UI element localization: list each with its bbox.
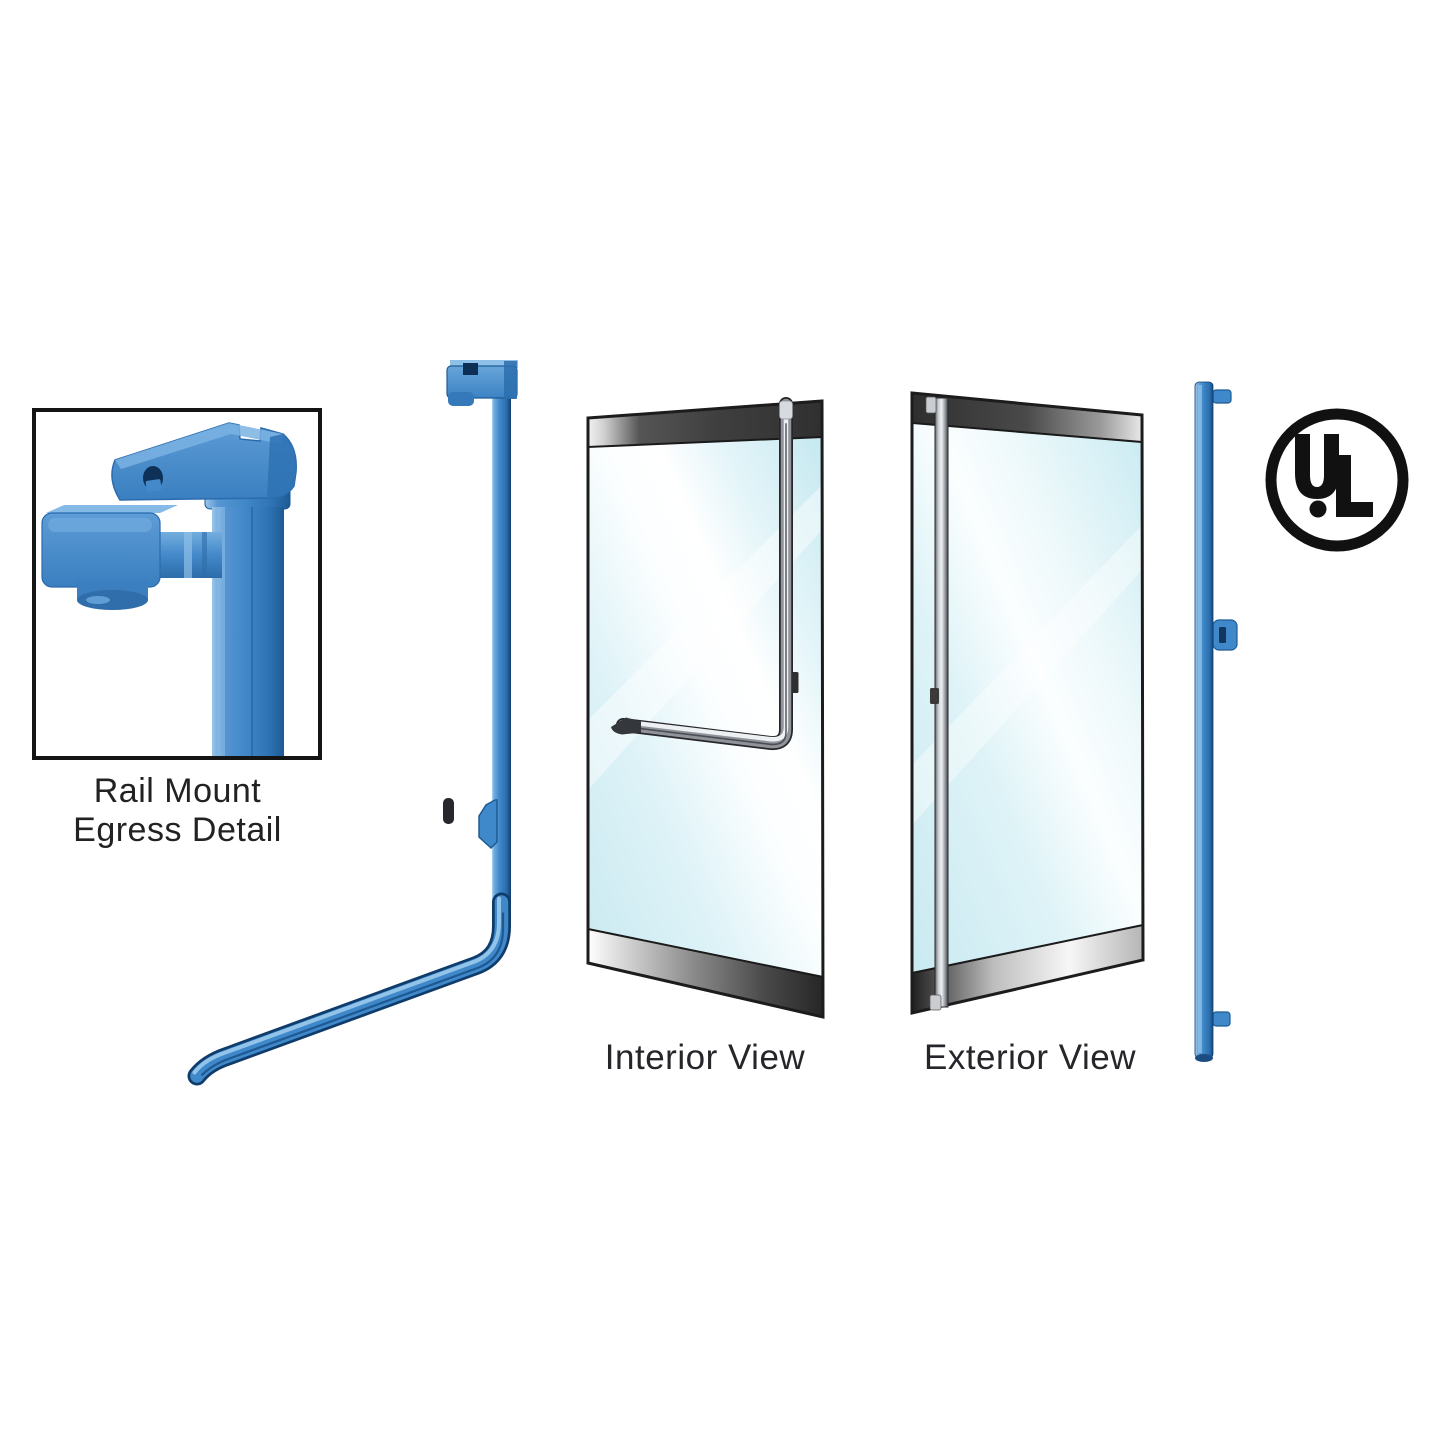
egress-rail [492, 372, 511, 912]
rail-bottom-clip [929, 994, 942, 1011]
door-outline [586, 399, 825, 1019]
rail-mount-detail-inset [32, 408, 322, 760]
handle-top-mount [779, 400, 793, 420]
glass-sheen [912, 525, 1142, 825]
door-outline [910, 391, 1145, 1015]
egress-rail-profile [1194, 381, 1238, 1062]
push-bar-end-cap [611, 717, 641, 735]
glass-sheen [588, 485, 822, 790]
door-glass [912, 423, 1143, 973]
handle-latch [792, 672, 799, 693]
detail-latch-body [41, 505, 222, 610]
rail-latch-bracket [478, 799, 498, 850]
egress-handle [611, 397, 799, 751]
detail-caption-line2: Egress Detail [73, 811, 282, 850]
detail-mount-bracket [111, 422, 297, 501]
rail-top-bracket [446, 360, 518, 406]
profile-latch-block [1212, 619, 1238, 651]
ul-period-dot [1309, 500, 1327, 518]
ul-letter-l [1336, 455, 1373, 517]
exterior-door-view [910, 391, 1145, 1015]
ul-letter-u [1295, 434, 1339, 499]
profile-top-tab [1212, 389, 1232, 404]
push-bar [187, 892, 511, 1086]
detail-caption-line1: Rail Mount [93, 772, 262, 810]
detail-caption: Rail Mount Egress Detail [25, 772, 330, 850]
exterior-view-caption: Exterior View [923, 1038, 1137, 1077]
ul-certification-icon [1265, 408, 1409, 552]
interior-door-view [586, 397, 825, 1019]
rail-top-clip [925, 396, 937, 414]
interior-view-caption: Interior View [604, 1038, 806, 1077]
rail-latch [930, 688, 939, 704]
profile-rail [1194, 381, 1214, 1062]
door-glass [588, 437, 823, 977]
profile-bottom-tab [1212, 1011, 1231, 1027]
egress-device-full-view [187, 360, 518, 1086]
exterior-egress-rail [925, 396, 949, 1011]
rail-mount-detail-drawing [41, 422, 297, 756]
mounting-pin [443, 798, 454, 824]
